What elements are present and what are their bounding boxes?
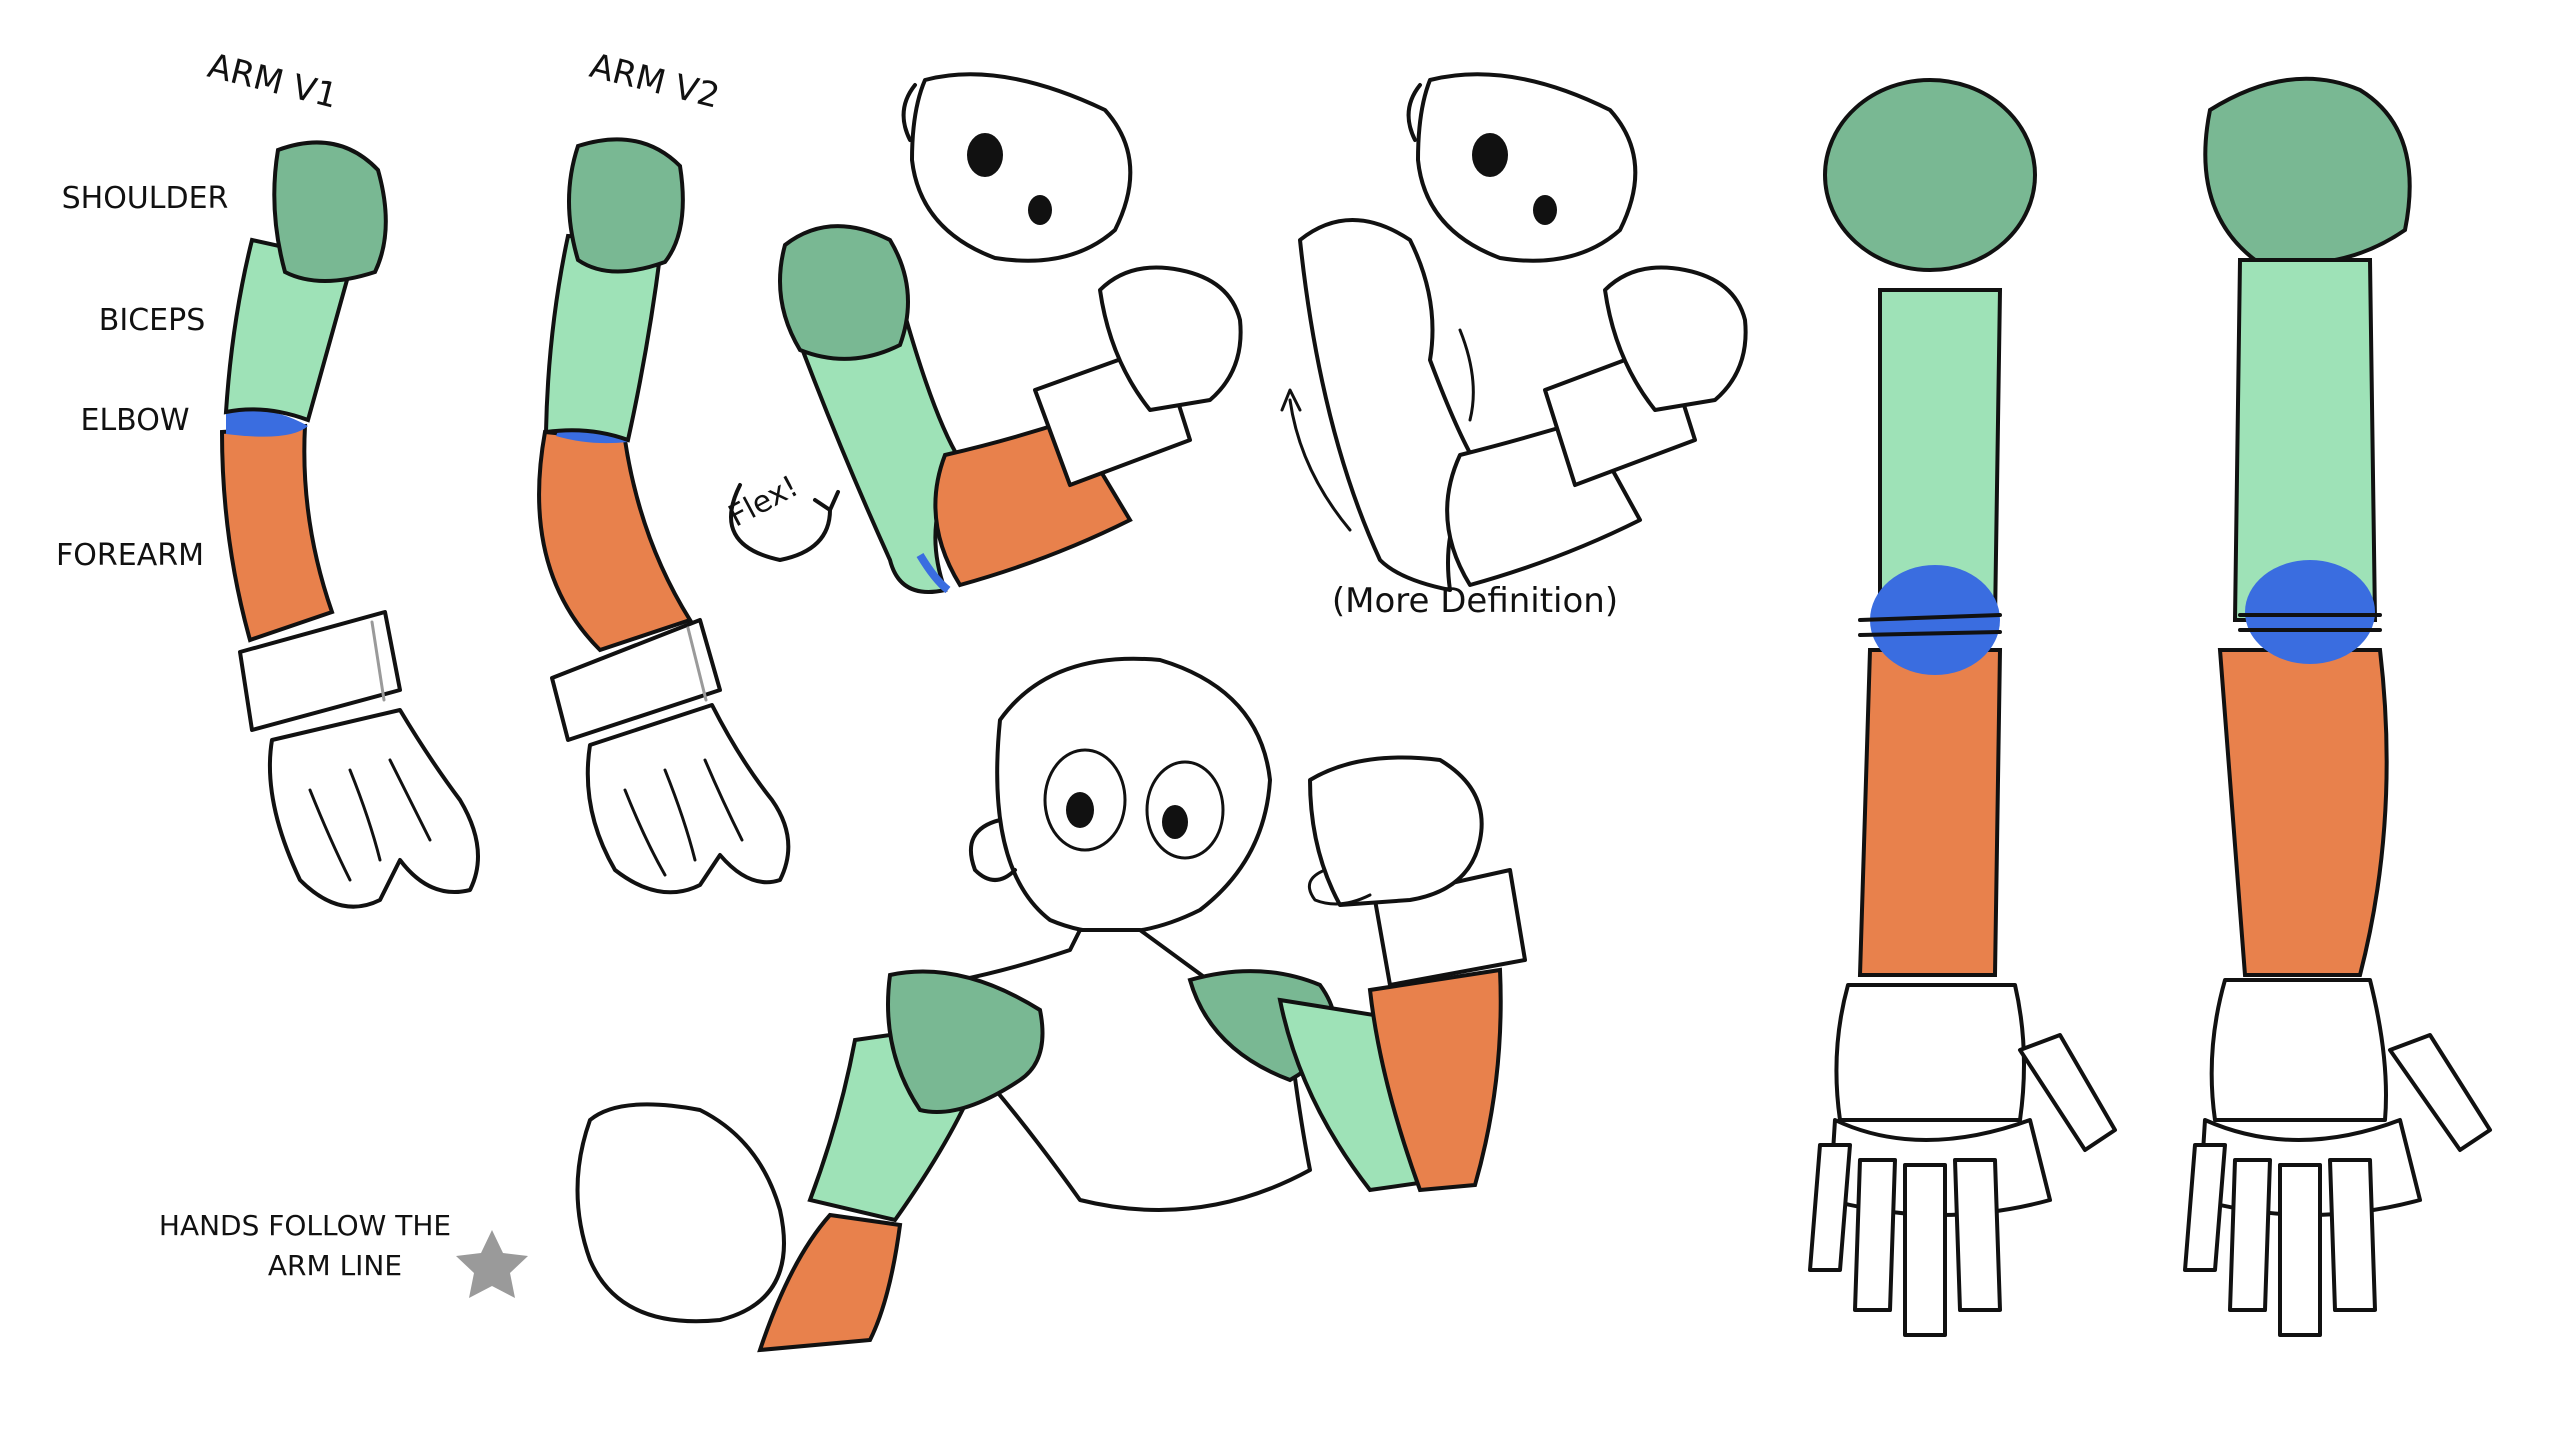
label-hands-note-line1: HANDS FOLLOW THE — [159, 1209, 451, 1242]
arm-v2-biceps — [543, 233, 665, 443]
arm-v2-drawing — [537, 137, 791, 895]
flex-fist — [1098, 265, 1243, 412]
arm-v2-hand — [585, 703, 791, 895]
straight-arm-1 — [1808, 78, 2117, 1337]
star-icon — [456, 1230, 528, 1298]
label-elbow: ELBOW — [81, 403, 190, 438]
arm-v1-cuff — [238, 610, 402, 732]
straight-arm-2-shoulder — [2203, 76, 2412, 266]
arm-v1-drawing — [219, 140, 480, 909]
arm-v1-elbow — [226, 410, 308, 437]
label-more-definition: (More Definition) — [1332, 581, 1618, 621]
straight-arm-1-elbow — [1870, 565, 2000, 675]
flex-head — [910, 72, 1133, 263]
arm-v2-shoulder — [567, 137, 685, 274]
straight-arm-2-forearm — [2217, 648, 2389, 977]
label-forearm: FOREARM — [56, 538, 204, 573]
arm-v1-shoulder — [272, 140, 388, 283]
arm-v2-forearm — [537, 429, 694, 653]
flex-sketch-definition: (More Definition) — [1280, 72, 1748, 621]
arm-v1-hand — [267, 708, 480, 909]
label-shoulder: SHOULDER — [62, 181, 229, 216]
straight-arm-2-elbow — [2245, 560, 2375, 664]
arm-v2-cuff — [550, 618, 722, 742]
straight-arm-1-shoulder — [1823, 78, 2037, 272]
label-arm-v1: ARM V1 — [204, 46, 342, 117]
figure-pose-sketch — [575, 656, 1527, 1353]
straight-arm-1-forearm — [1857, 648, 2003, 977]
straight-arm-1-glove — [1834, 983, 2026, 1122]
label-hands-note-line2: ARM LINE — [268, 1249, 402, 1282]
arm-v1-biceps — [223, 237, 355, 423]
straight-arm-2-glove — [2209, 978, 2388, 1122]
flex-sketch-colored: Flex! — [723, 72, 1243, 594]
arm-v1-forearm — [219, 423, 335, 643]
label-biceps: BICEPS — [99, 303, 205, 338]
label-arm-v2: ARM V2 — [586, 46, 724, 117]
flex-shoulder — [778, 224, 910, 361]
straight-arm-2-biceps — [2232, 258, 2378, 622]
straight-arm-2 — [2183, 76, 2492, 1337]
label-flex: Flex! — [723, 469, 804, 534]
